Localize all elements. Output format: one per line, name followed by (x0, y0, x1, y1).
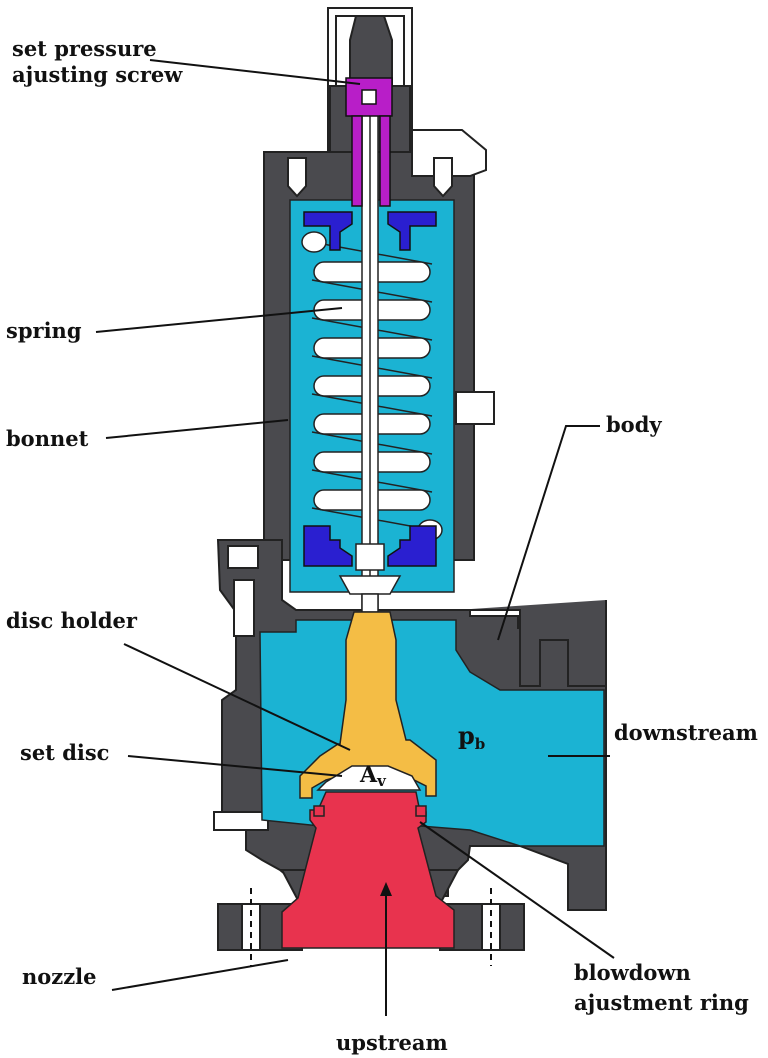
set-pressure-label-line2: ajusting screw (12, 62, 183, 87)
upstream-label: upstream (336, 1030, 448, 1055)
bonnet-screws (287, 157, 453, 198)
flange-bolt-axes (250, 888, 492, 966)
nozzle-label: nozzle (22, 964, 96, 989)
disc-holder-label: disc holder (6, 608, 138, 633)
body-label: body (606, 412, 662, 437)
blowdown-label-line2: ajustment ring (574, 990, 749, 1015)
spring-plates (303, 211, 437, 567)
pb-sub: b (475, 735, 486, 753)
spring-label: spring (6, 318, 82, 343)
adjusting-screw (345, 77, 393, 207)
upstream-arrow-head (380, 882, 392, 896)
set-pressure-label-line1: set pressure (12, 36, 157, 61)
set-disc (316, 765, 422, 791)
bonnet-label: bonnet (6, 426, 89, 451)
nozzle (281, 791, 455, 949)
av-sub: v (376, 772, 387, 790)
downstream-label: downstream (614, 720, 758, 745)
blowdown-label-line1: blowdown (574, 960, 691, 985)
av-main: A (359, 762, 378, 788)
pb-main: p (458, 721, 475, 750)
leader-lines (95, 59, 615, 1016)
pb-symbol: pb (458, 721, 485, 753)
av-symbol: Av (359, 762, 387, 790)
set-disc-label: set disc (20, 740, 109, 765)
